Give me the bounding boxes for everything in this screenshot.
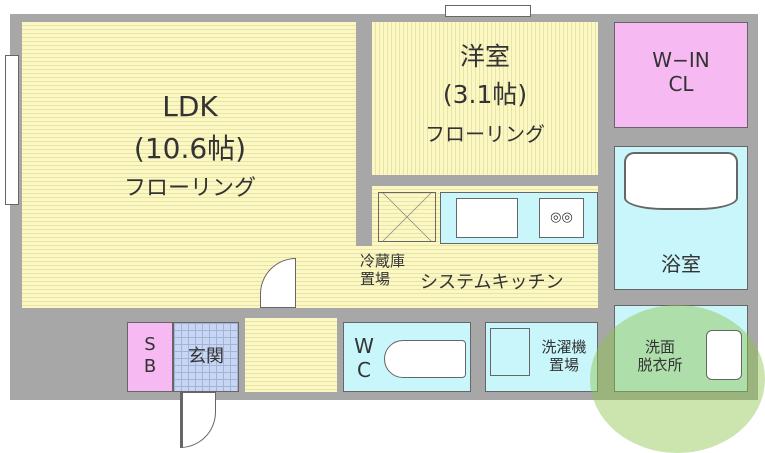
entry-door-icon	[180, 392, 216, 448]
window-top	[445, 5, 531, 17]
hallway	[245, 318, 337, 392]
window-left	[5, 55, 19, 205]
washer-label: 洗濯機 置場	[541, 338, 587, 374]
closet-label: W−IN CL	[652, 48, 710, 96]
washer-space	[485, 322, 598, 392]
ldk-size: (10.6帖)	[133, 132, 247, 165]
western-name: 洋室	[459, 42, 510, 71]
washroom-label: 洗面 脱衣所	[637, 338, 683, 374]
kitchen-label: システムキッチン	[420, 272, 564, 293]
sink-icon	[456, 198, 518, 238]
bath-label: 浴室	[661, 252, 701, 276]
fridge-space	[378, 192, 436, 242]
washer-pan	[490, 328, 530, 376]
wc-label: W C	[354, 334, 374, 382]
sb-storage	[127, 322, 173, 392]
ldk-name: LDK	[162, 90, 218, 123]
ldk-door-icon	[260, 258, 296, 308]
sb-label: S B	[143, 334, 157, 377]
stove-icon: ◎◎	[539, 198, 584, 238]
entrance	[173, 322, 239, 392]
western-floor: フローリング	[425, 122, 545, 146]
walk-in-closet	[614, 22, 748, 128]
toilet-icon	[384, 340, 466, 378]
ldk-floor: フローリング	[123, 176, 256, 201]
bathtub	[624, 152, 738, 210]
partition	[356, 176, 372, 246]
entrance-label: 玄関	[188, 346, 224, 367]
vanity-icon	[706, 330, 742, 380]
fridge-label: 冷蔵庫 置場	[360, 252, 406, 288]
western-room	[372, 22, 598, 175]
ldk-room	[22, 22, 356, 308]
western-size: (3.1帖)	[442, 80, 528, 109]
